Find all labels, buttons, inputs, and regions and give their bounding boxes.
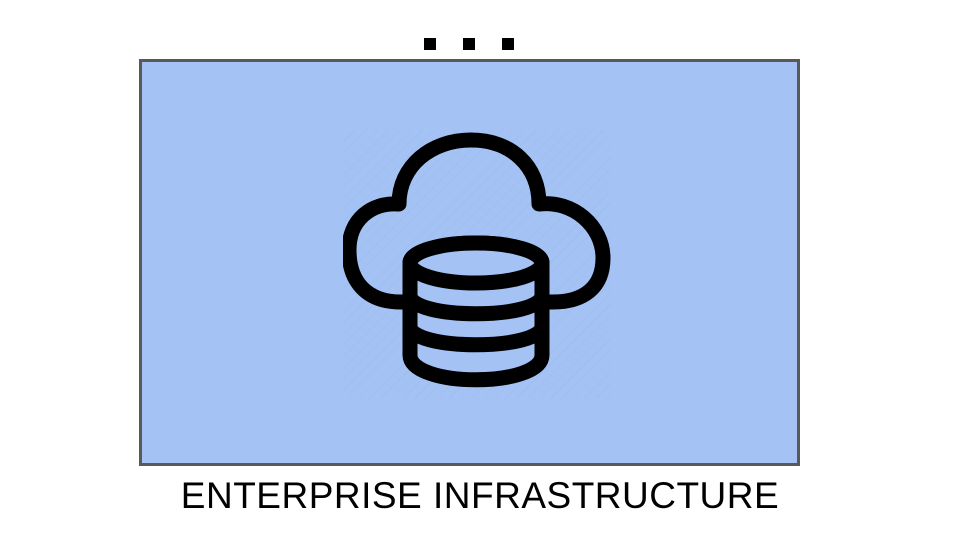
ellipsis-dot: [502, 38, 514, 50]
caption: ENTERPRISE INFRASTRUCTURE: [180, 475, 780, 516]
ellipsis-dot: [463, 38, 475, 50]
ellipsis-dot: [424, 38, 436, 50]
ellipsis-icon: [424, 38, 514, 52]
cloud-database-icon: [343, 130, 611, 398]
